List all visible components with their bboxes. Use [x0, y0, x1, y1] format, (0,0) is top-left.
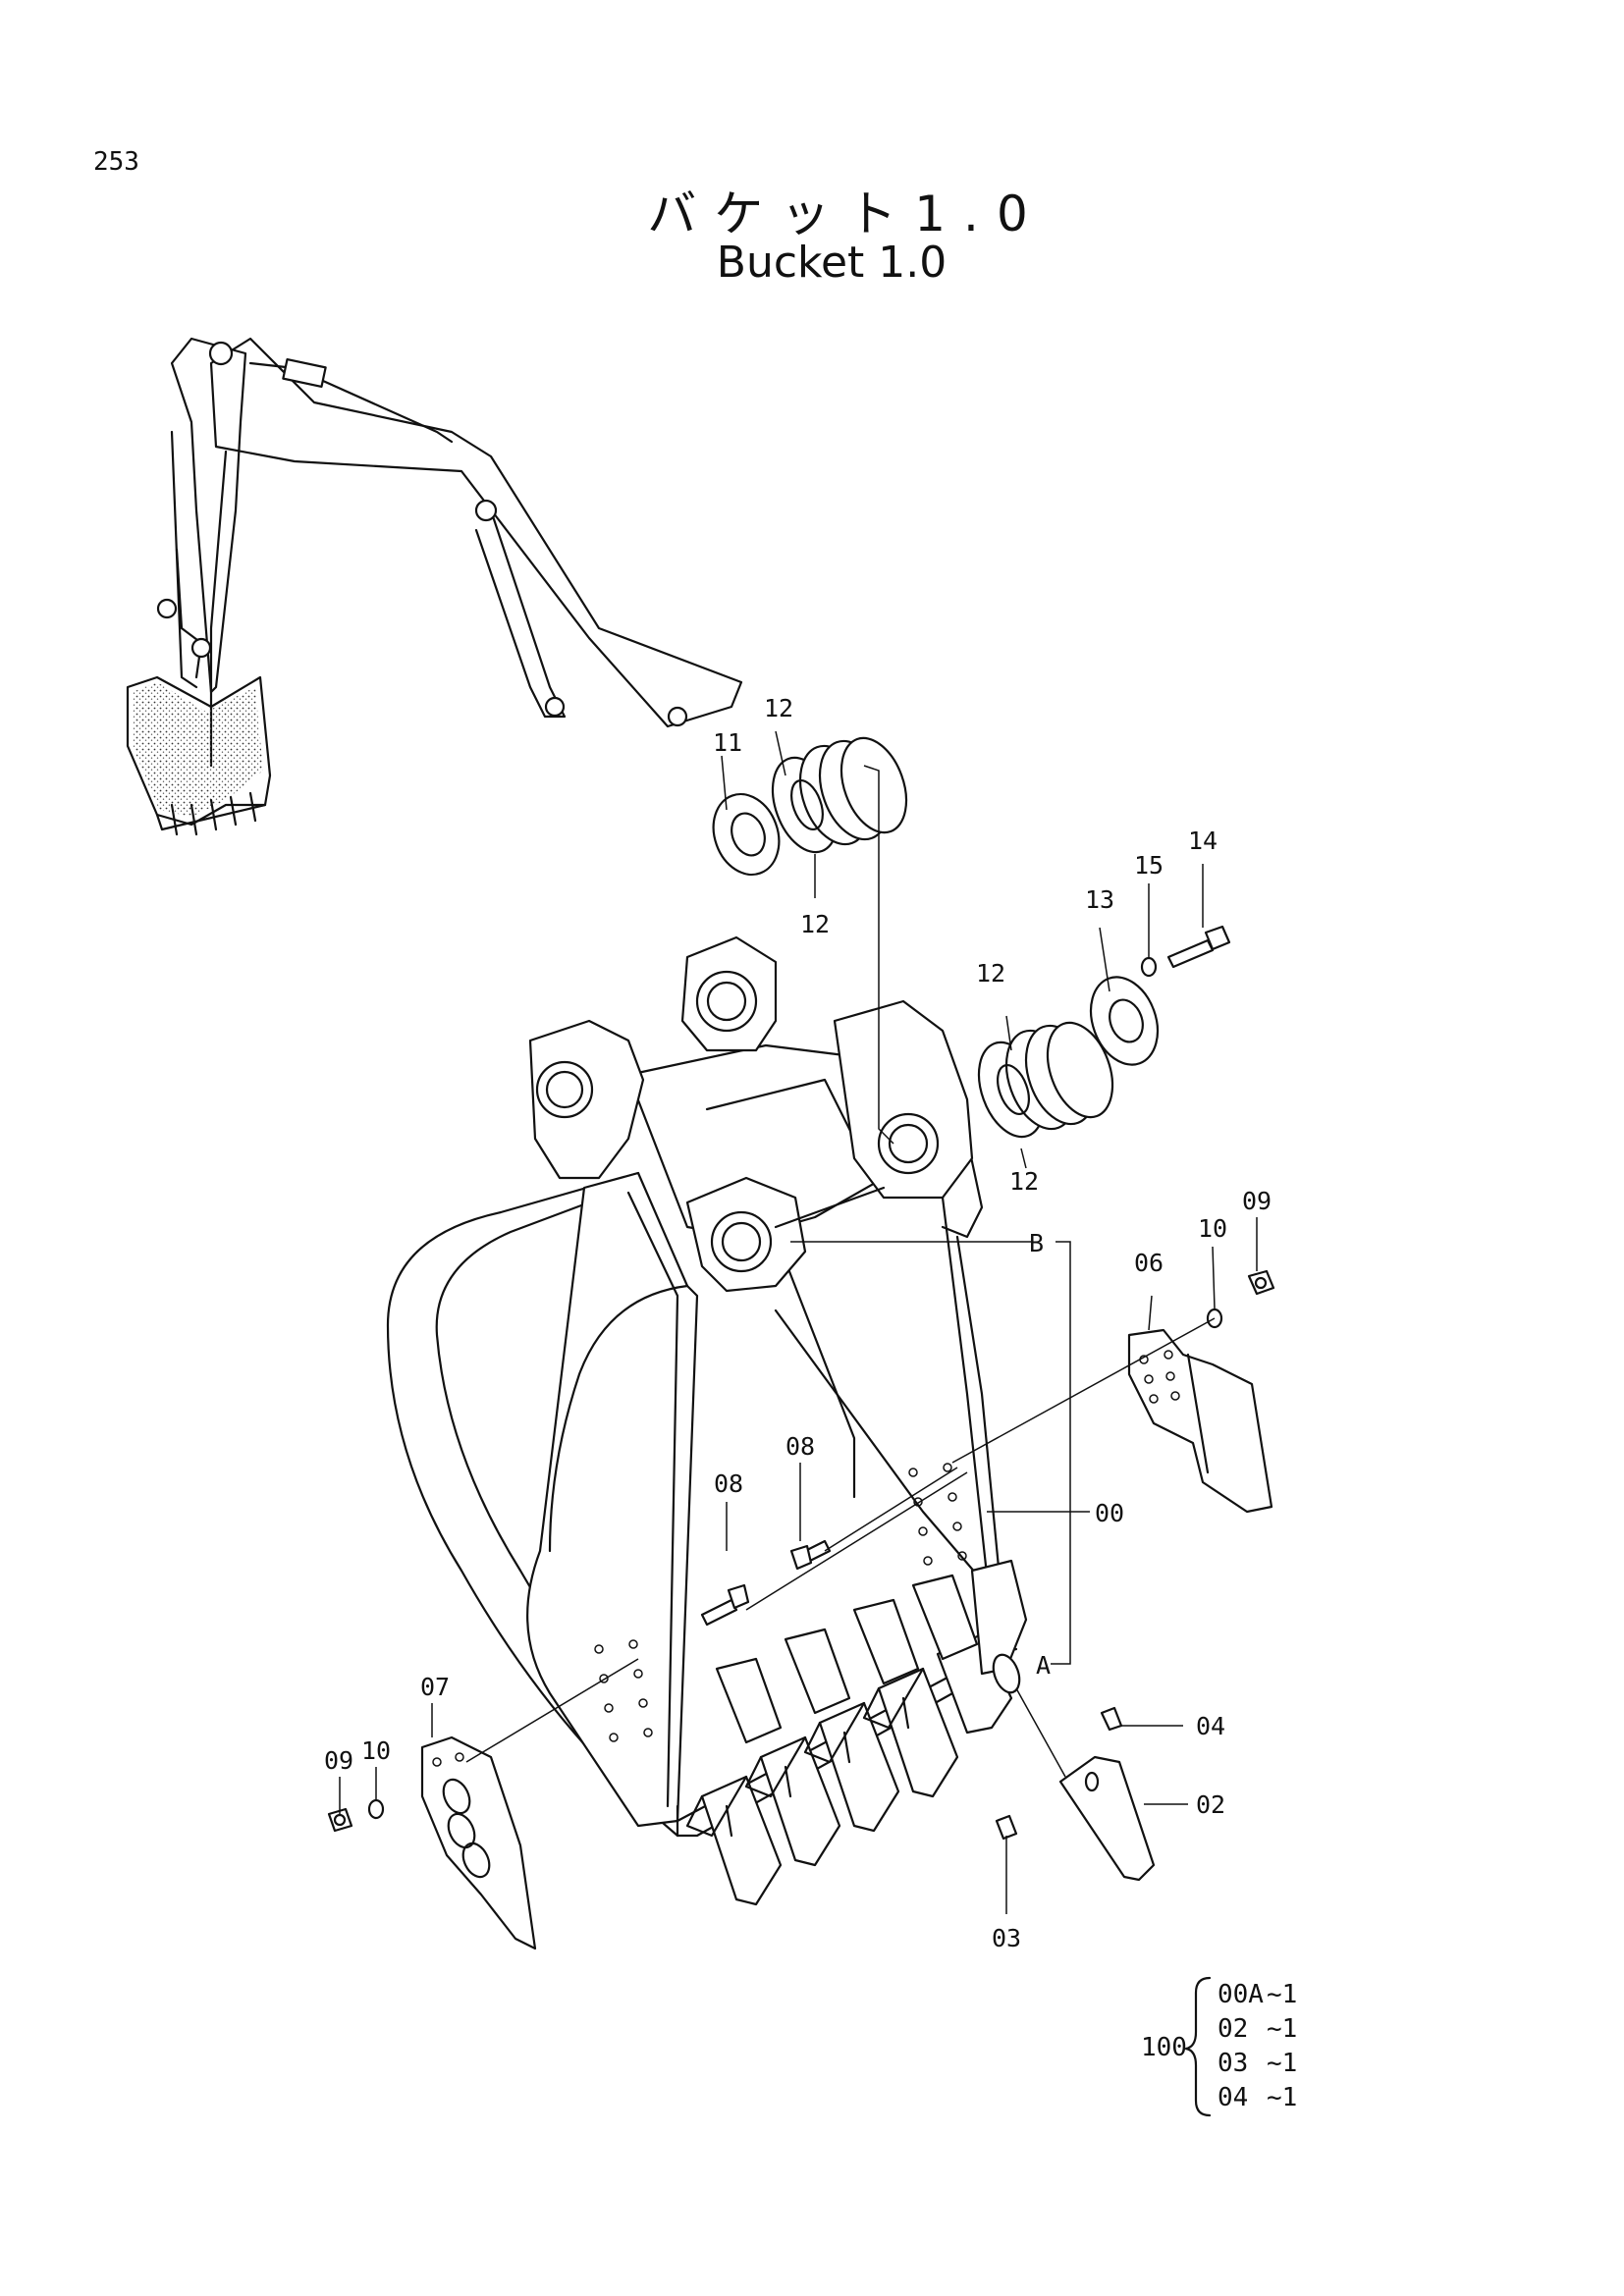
kit-line-4-code: 04	[1218, 2083, 1248, 2112]
callout-13: 13	[1085, 885, 1114, 914]
callout-04: 04	[1196, 1712, 1225, 1740]
bolts-08	[700, 1539, 832, 1627]
callout-10b: 10	[361, 1736, 391, 1765]
callout-09a: 09	[1242, 1187, 1272, 1215]
kit-brace	[1184, 1976, 1212, 2117]
spacer-set-lower	[977, 925, 1231, 1139]
bucket-teeth	[685, 1559, 1028, 1906]
kit-table: 100 00A ~1 02 ~1 03 ~1 04 ~1	[1141, 1976, 1297, 2117]
side-bolt-holes-right	[908, 1463, 967, 1566]
page-number: 253	[93, 147, 139, 177]
title-english: Bucket 1.0	[716, 238, 947, 288]
callout-03: 03	[992, 1924, 1021, 1952]
callout-A: A	[1036, 1651, 1051, 1680]
leader-lines	[339, 730, 1258, 1914]
callout-11: 11	[713, 728, 742, 757]
callout-15: 15	[1134, 851, 1164, 880]
kit-line-3-qty: ~1	[1267, 2049, 1297, 2078]
callout-labels: 11 12 12 12 12 13 15 14 09 10 06 B 08 08…	[324, 694, 1272, 1952]
kit-line-2-qty: ~1	[1267, 2014, 1297, 2044]
pin-alignment-line	[863, 765, 894, 1145]
callout-14: 14	[1188, 827, 1218, 855]
callout-02: 02	[1196, 1790, 1225, 1819]
callout-12b: 12	[800, 910, 830, 938]
side-cutter-right	[1127, 1269, 1275, 1514]
side-cutter-left	[327, 1735, 537, 1950]
callout-09b: 09	[324, 1746, 353, 1775]
kit-line-1-code: 00A	[1218, 1980, 1264, 2009]
callout-08b: 08	[714, 1469, 743, 1498]
callout-12a: 12	[764, 694, 793, 722]
callout-10a: 10	[1198, 1214, 1227, 1243]
callout-12d: 12	[1009, 1167, 1039, 1196]
callout-12c: 12	[976, 959, 1005, 988]
title-japanese: バケット1.0	[647, 186, 1046, 242]
callout-00: 00	[1095, 1499, 1124, 1527]
kit-number: 100	[1141, 2033, 1187, 2062]
callout-08a: 08	[785, 1432, 815, 1461]
spacer-set-upper	[712, 736, 908, 877]
kit-line-4-qty: ~1	[1267, 2083, 1297, 2112]
callout-06: 06	[1134, 1249, 1164, 1277]
callout-07: 07	[420, 1673, 450, 1701]
callout-B: B	[1029, 1229, 1044, 1257]
kit-line-2-code: 02	[1218, 2014, 1248, 2044]
attachment-overview	[126, 337, 743, 836]
bucket-body	[386, 935, 1028, 1906]
kit-line-3-code: 03	[1218, 2049, 1248, 2078]
loose-tooth-parts	[995, 1706, 1156, 1882]
kit-line-1-qty: ~1	[1267, 1980, 1297, 2009]
side-bolt-holes-left	[594, 1639, 653, 1742]
